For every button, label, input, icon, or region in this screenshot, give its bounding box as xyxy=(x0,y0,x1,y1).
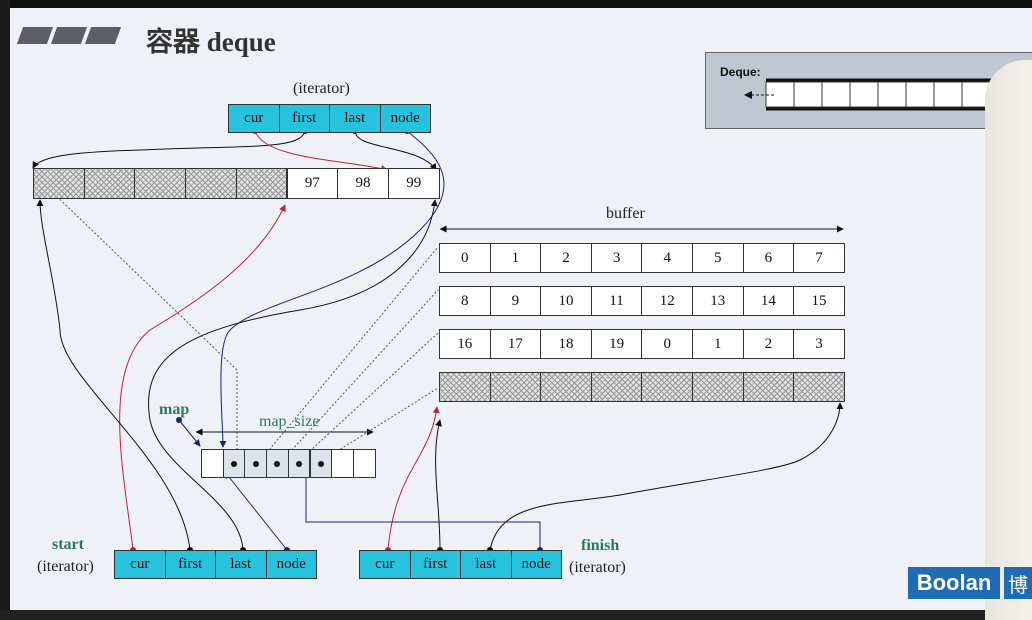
presenter-silhouette xyxy=(985,60,1032,620)
iterator-last-field: last xyxy=(215,550,267,579)
finish-label: finish xyxy=(581,537,619,555)
boolan-logo-cjk: 博 xyxy=(1004,567,1032,599)
buffer-cell: 2 xyxy=(540,243,592,273)
map-label: map xyxy=(159,401,189,419)
buffer-cell: 17 xyxy=(490,329,542,359)
iterator-first-field: first xyxy=(410,550,462,579)
map-node-pointer xyxy=(310,449,333,478)
buffer-cell: 13 xyxy=(692,286,744,316)
buffer-cell: 16 xyxy=(439,329,491,359)
iterator-cur-field: cur xyxy=(359,550,411,579)
top-buffer-cell xyxy=(33,168,85,199)
top-buffer-cell: 98 xyxy=(337,168,389,199)
buffer-cell: 0 xyxy=(439,243,491,273)
map-node-empty xyxy=(201,449,224,478)
buffer-cell: 4 xyxy=(641,243,693,273)
deque-thumbnail: Deque: xyxy=(705,52,1032,129)
buffer-cell: 1 xyxy=(692,329,744,359)
buffer-cell: 0 xyxy=(641,329,693,359)
buffer-cell: 7 xyxy=(793,243,845,273)
map-node-pointer xyxy=(223,449,246,478)
map-node-empty xyxy=(353,449,376,478)
iterator-last-field: last xyxy=(329,104,381,133)
buffer-cell: 5 xyxy=(692,243,744,273)
top-buffer-cell: 97 xyxy=(287,168,339,199)
top-buffer-cell: 99 xyxy=(388,168,440,199)
buffer-cell: 15 xyxy=(793,286,845,316)
iterator-first-field: first xyxy=(279,104,331,133)
top-buffer-cell xyxy=(185,168,237,199)
iterator-first-field: first xyxy=(165,550,217,579)
map-node-pointer xyxy=(288,449,311,478)
iterator-cur-field: cur xyxy=(228,104,280,133)
top-buffer-cell xyxy=(236,168,288,199)
slide-title: 容器 deque xyxy=(146,20,276,59)
buffer-cell: 9 xyxy=(490,286,542,316)
buffer-cell xyxy=(490,372,542,402)
iterator-node-field: node xyxy=(380,104,432,133)
top-buffer-cell xyxy=(134,168,186,199)
buffer-cell: 3 xyxy=(591,243,643,273)
buffer-cell xyxy=(793,372,845,402)
buffer-cell: 8 xyxy=(439,286,491,316)
iterator-node-field: node xyxy=(266,550,318,579)
iterator-node-field: node xyxy=(511,550,563,579)
top-buffer-cell xyxy=(84,168,136,199)
start-label: start xyxy=(52,536,84,554)
iterator-last-field: last xyxy=(460,550,512,579)
top-iterator-label: (iterator) xyxy=(293,80,350,98)
buffer-cell: 3 xyxy=(793,329,845,359)
map-size-label: map_size xyxy=(259,413,319,431)
map-node-pointer xyxy=(244,449,267,478)
buffer-cell: 11 xyxy=(591,286,643,316)
buffer-cell: 14 xyxy=(743,286,795,316)
finish-iterator-label: (iterator) xyxy=(569,559,626,577)
buffer-cell xyxy=(641,372,693,402)
buffer-cell: 10 xyxy=(540,286,592,316)
iterator-cur-field: cur xyxy=(114,550,166,579)
buffer-cell: 19 xyxy=(591,329,643,359)
map-node-empty xyxy=(331,449,354,478)
buffer-cell xyxy=(591,372,643,402)
buffer-cell: 12 xyxy=(641,286,693,316)
buffer-cell xyxy=(743,372,795,402)
buffer-cell: 18 xyxy=(540,329,592,359)
thumbnail-strip xyxy=(706,53,1032,128)
buffer-cell xyxy=(692,372,744,402)
buffer-label: buffer xyxy=(606,205,645,223)
buffer-cell xyxy=(540,372,592,402)
buffer-cell: 1 xyxy=(490,243,542,273)
buffer-cell: 2 xyxy=(743,329,795,359)
map-node-pointer xyxy=(266,449,289,478)
buffer-cell xyxy=(439,372,491,402)
start-iterator-label: (iterator) xyxy=(37,558,94,576)
buffer-cell: 6 xyxy=(743,243,795,273)
boolan-logo: Boolan xyxy=(908,567,1000,599)
